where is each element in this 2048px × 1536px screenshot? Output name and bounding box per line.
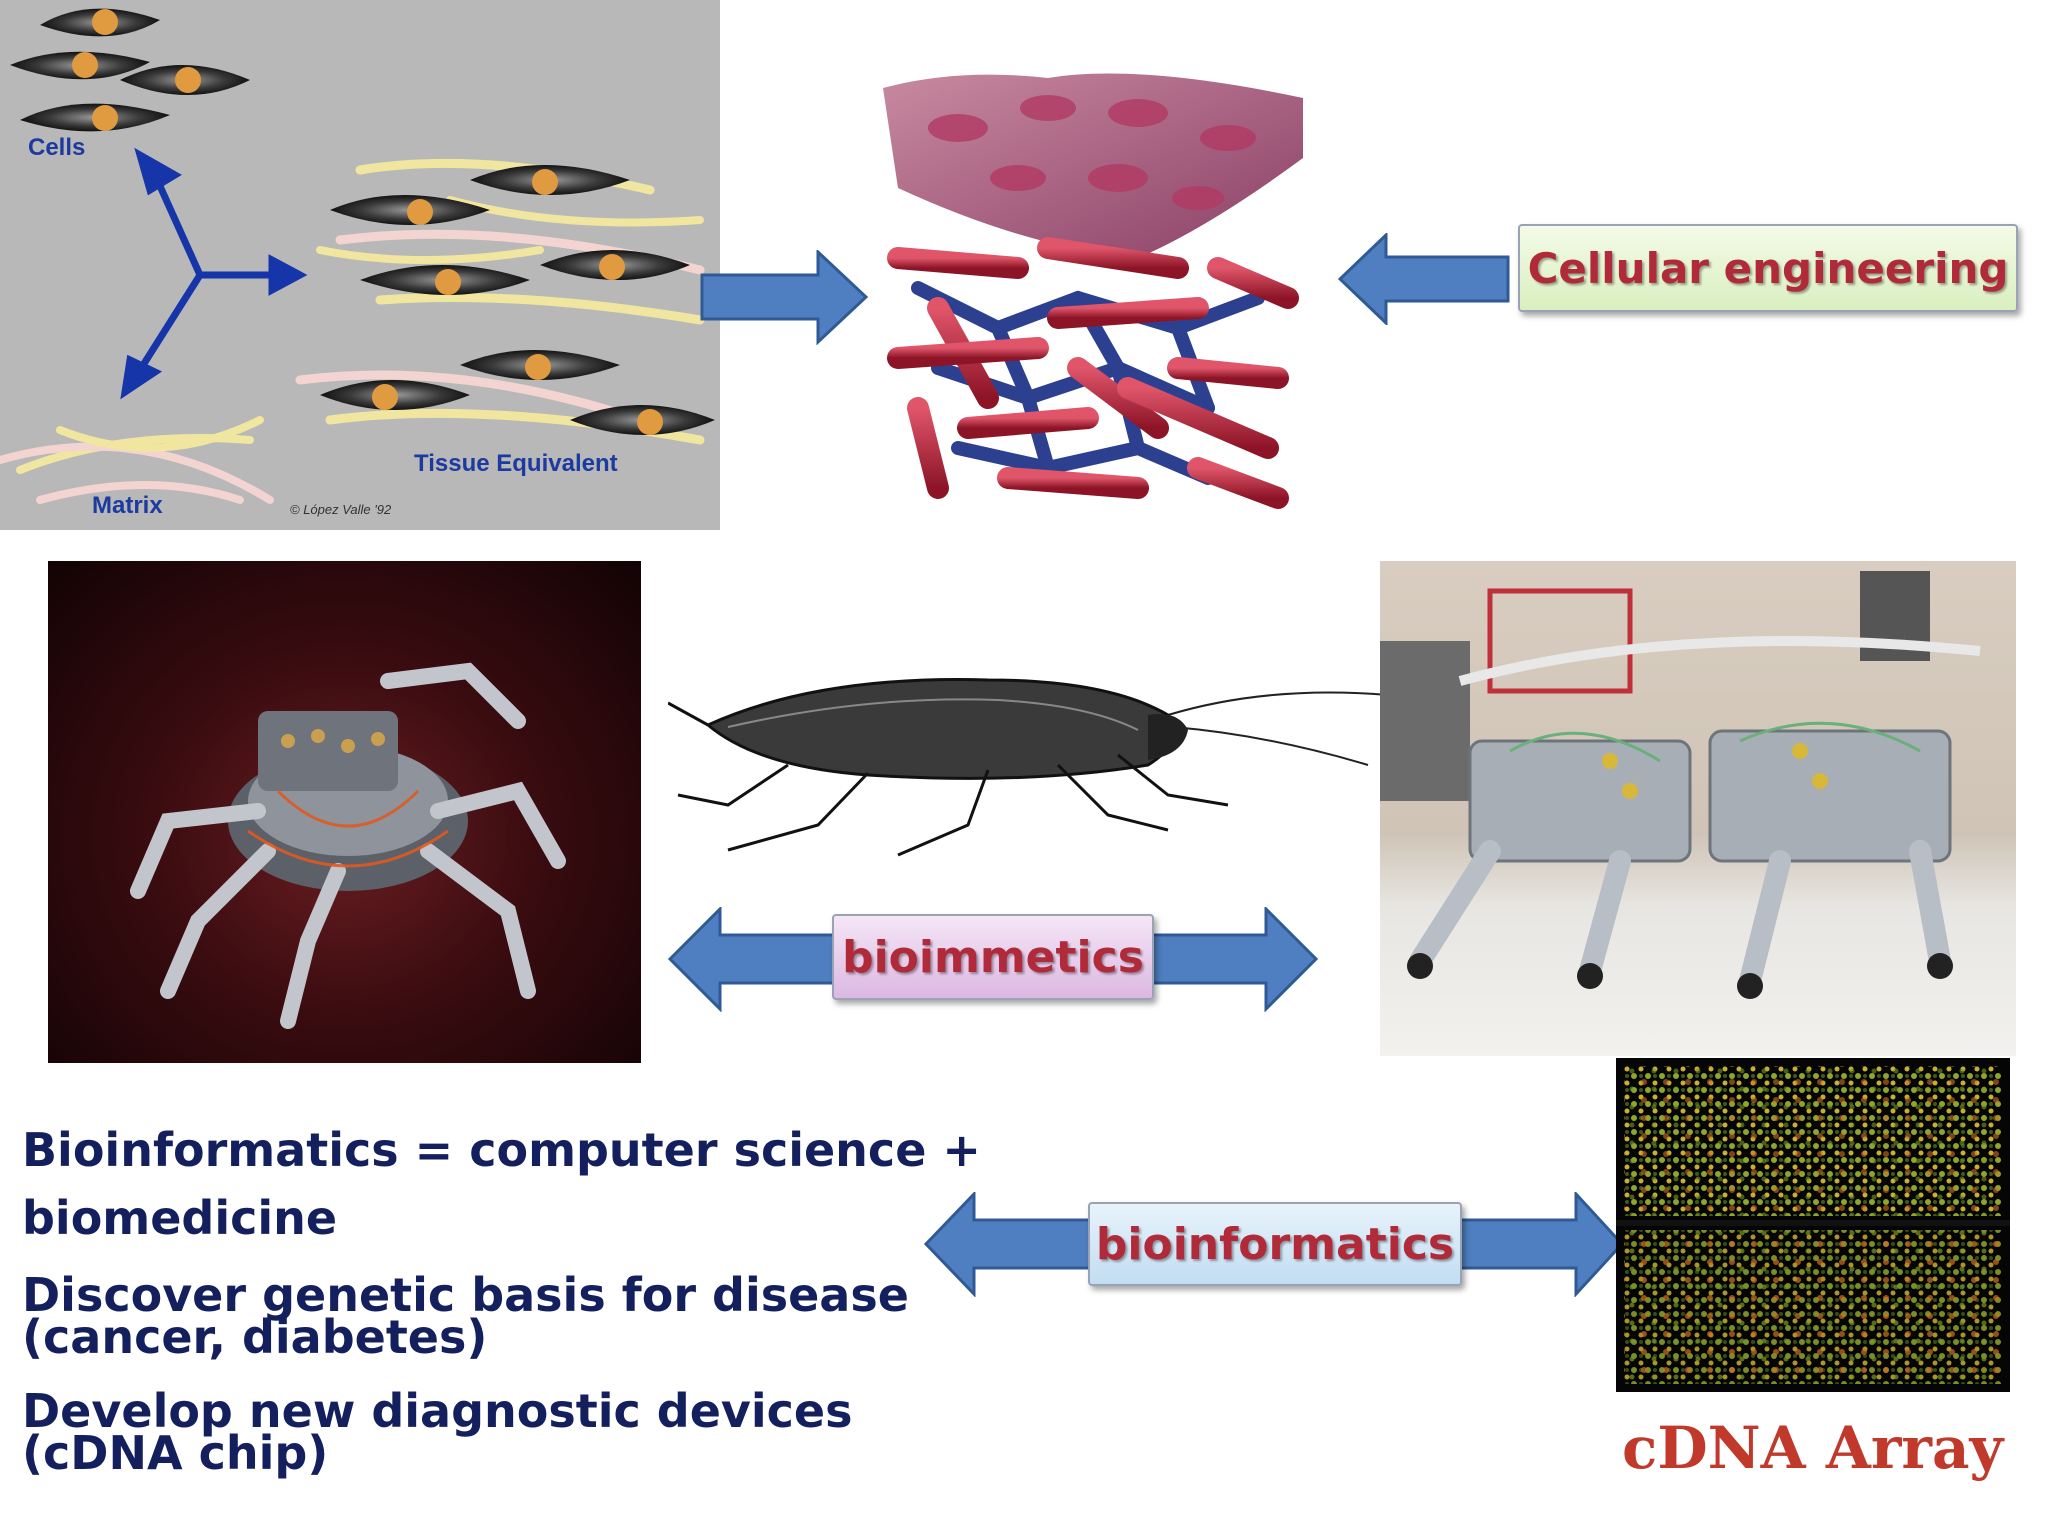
bioinformatics-label: bioinformatics [1088, 1202, 1462, 1286]
cellular-engineering-text: Cellular engineering [1527, 243, 2009, 293]
scaffold-illustration [883, 73, 1303, 509]
cells-tissue-diagram: Cells Tissue Equivalent Matrix © López V… [0, 0, 720, 530]
tissue-scaffold-image [878, 68, 1308, 510]
cell-shapes [10, 8, 715, 435]
bullet-item-2: Discover genetic basis for disease (canc… [22, 1268, 909, 1364]
cells-label: Cells [28, 134, 86, 161]
quadruped-robot-photo [1380, 561, 2016, 1056]
copyright-note: © López Valle '92 [290, 502, 392, 517]
bullet-3-line-2: (cDNA chip) [22, 1426, 329, 1480]
bullet-1-line-2: biomedicine [22, 1191, 338, 1245]
hexapod-robot-photo [48, 561, 641, 1063]
cockroach-drawing [668, 678, 1388, 857]
biomimetics-text: bioimmetics [842, 931, 1144, 983]
biomimetics-label: bioimmetics [832, 914, 1154, 1000]
bullet-3-line-1: Develop new diagnostic devices [22, 1384, 853, 1438]
right-arrow-to-scaffold [700, 250, 869, 345]
cdna-array-caption: cDNA Array [1622, 1414, 2004, 1482]
cellular-engineering-label: Cellular engineering [1518, 224, 2018, 312]
blue-tri-arrows [120, 147, 308, 400]
bullet-item-3: Develop new diagnostic devices (cDNA chi… [22, 1384, 853, 1480]
bioinformatics-text: bioinformatics [1095, 1218, 1455, 1270]
matrix-label: Matrix [92, 492, 163, 519]
cdna-array-image [1616, 1058, 2010, 1392]
left-arrow-to-scaffold [1338, 233, 1510, 325]
bullet-2-line-2: (cancer, diabetes) [22, 1310, 488, 1364]
bullet-2-line-1: Discover genetic basis for disease [22, 1268, 909, 1322]
cdna-array-dots [1616, 1066, 2010, 1384]
hexapod-robot-illustration [130, 662, 566, 1029]
quadruped-robot-illustration [1380, 571, 1981, 999]
bullet-item-1: Bioinformatics = computer science + biom… [22, 1125, 981, 1243]
bullet-1-line-1: Bioinformatics = computer science + [22, 1123, 981, 1177]
tissue-label: Tissue Equivalent [414, 450, 618, 477]
cells-tissue-illustration [0, 8, 715, 504]
